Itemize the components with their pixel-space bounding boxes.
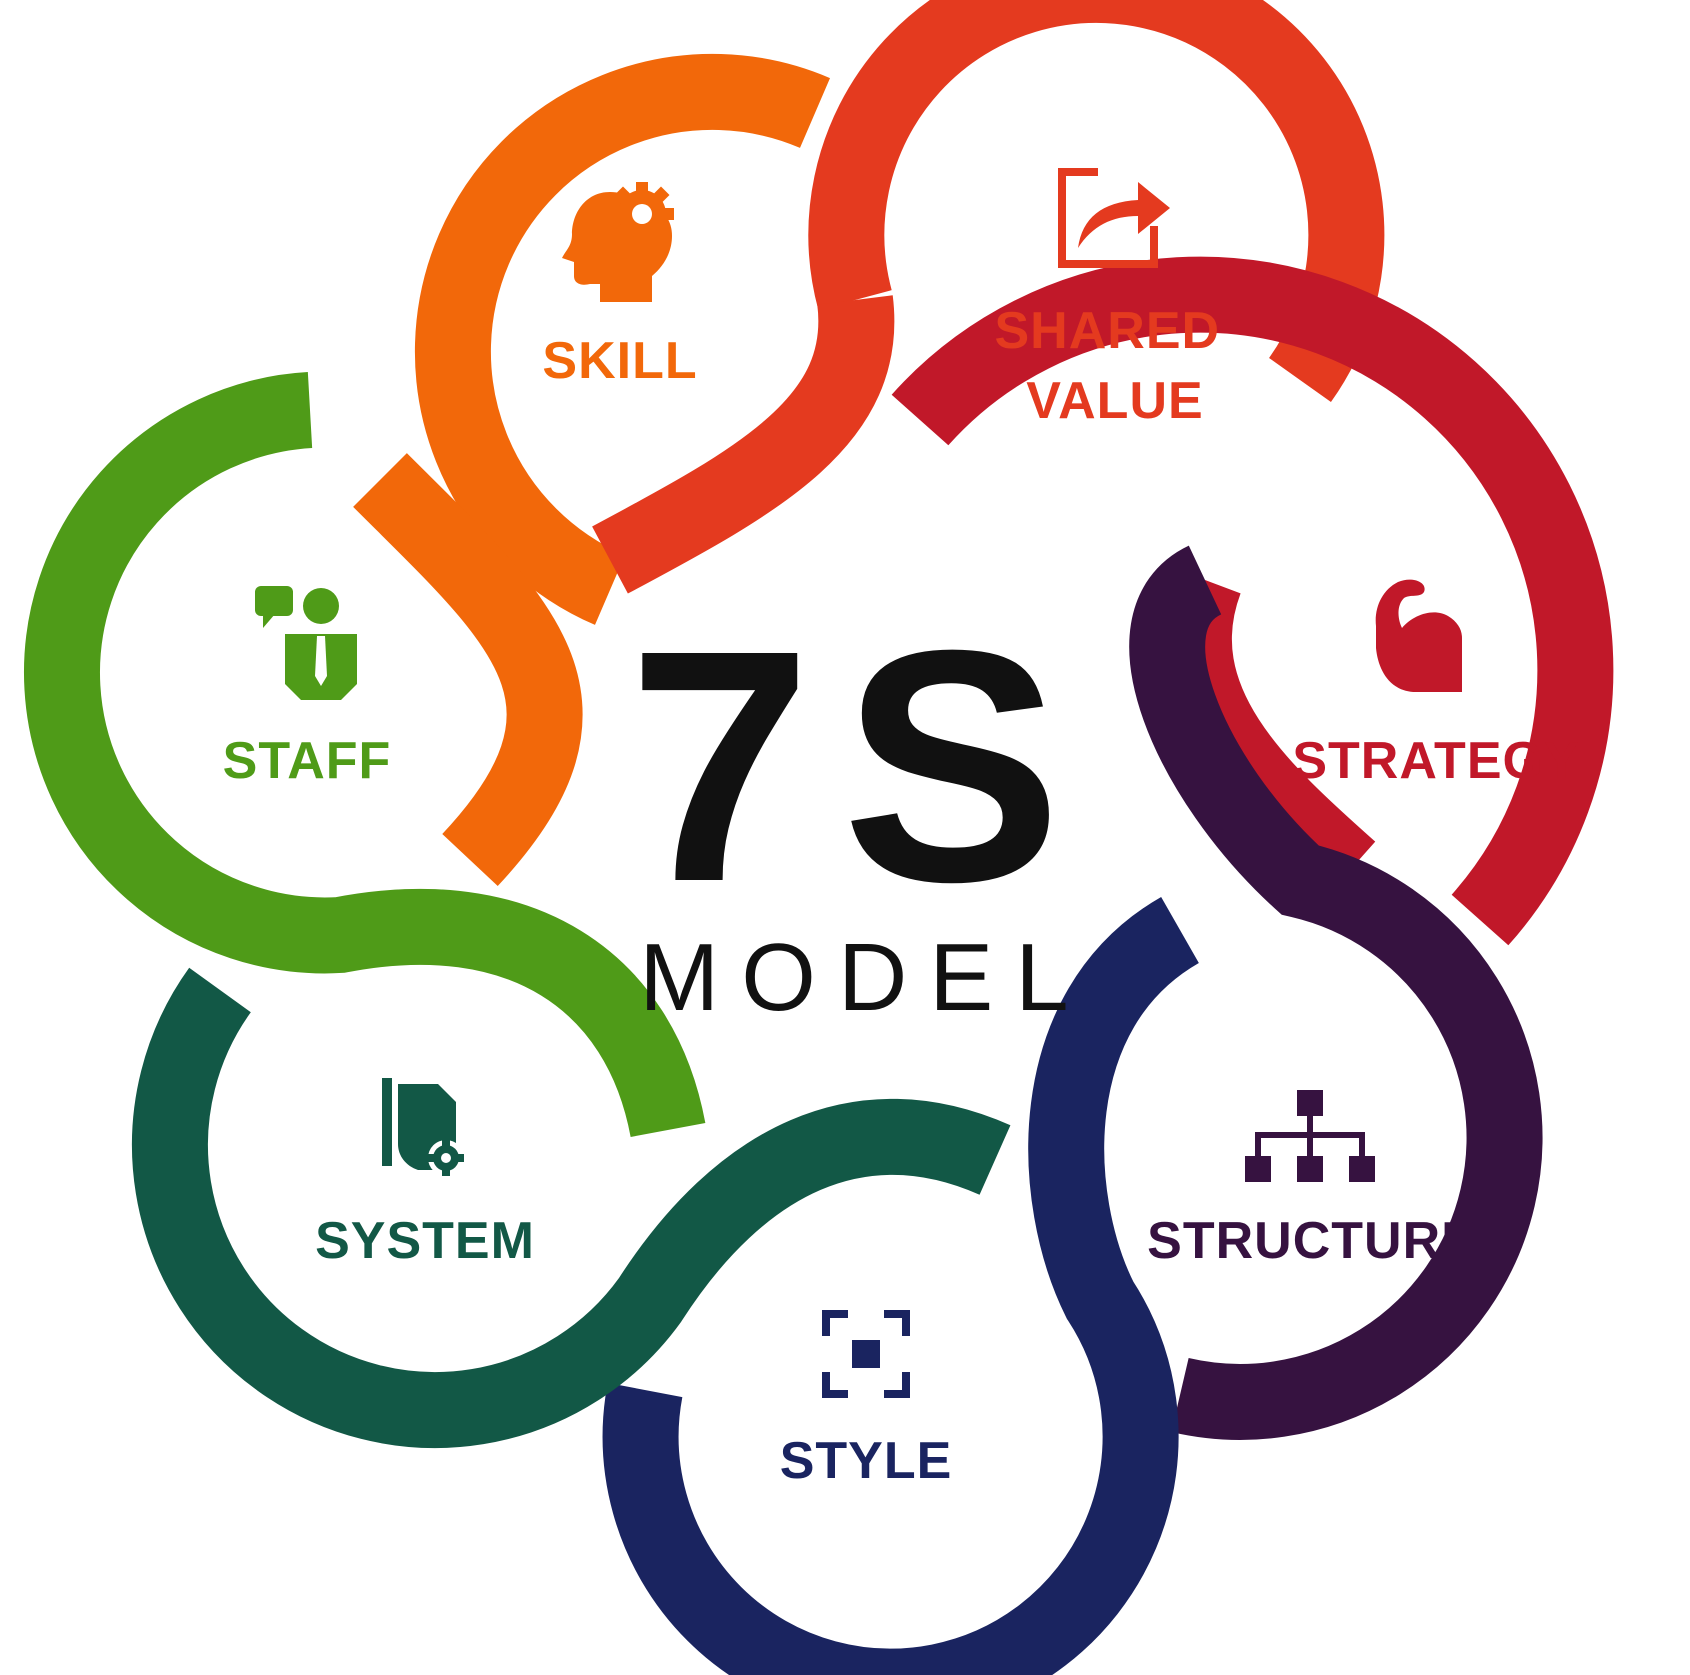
ring-shared-value-tail	[592, 295, 895, 594]
label-shared-value-line-1: SHARED	[994, 302, 1220, 360]
label-shared-value-line-2: VALUE	[1026, 372, 1203, 430]
node-style: STYLE	[780, 1310, 953, 1490]
label-skill-line-1: SKILL	[542, 332, 697, 390]
ring-system	[131, 967, 1011, 1449]
head-gear-icon	[562, 182, 674, 302]
label-style-line-1: STYLE	[780, 1432, 953, 1490]
ring-style	[602, 897, 1201, 1675]
ring-structure	[1129, 545, 1543, 1440]
label-structure: STRUCTURE	[1147, 1212, 1477, 1270]
rings-group	[24, 0, 1614, 1675]
ring-staff	[24, 372, 706, 1138]
label-structure-line-1: STRUCTURE	[1147, 1212, 1477, 1270]
node-skill: SKILL	[542, 182, 697, 390]
focus-frame-icon	[822, 1310, 910, 1398]
org-chart-icon	[1245, 1090, 1375, 1182]
node-strategy: STRATEGY	[1292, 579, 1579, 790]
label-style: STYLE	[780, 1432, 953, 1490]
node-staff: STAFF	[223, 586, 392, 790]
ring-skill	[414, 53, 830, 625]
ring-skill-tail	[353, 453, 583, 886]
node-system: SYSTEM	[315, 1078, 535, 1270]
label-skill: SKILL	[542, 332, 697, 390]
label-system: SYSTEM	[315, 1212, 535, 1270]
label-system-line-1: SYSTEM	[315, 1212, 535, 1270]
ring-shared-value	[808, 0, 1385, 402]
label-staff-line-1: STAFF	[223, 732, 392, 790]
person-speech-icon	[255, 586, 357, 700]
node-shared-value: SHARED VALUE	[994, 168, 1235, 430]
label-strategy: STRATEGY	[1292, 732, 1579, 790]
label-strategy-line-1: STRATEGY	[1292, 732, 1579, 790]
ring-strategy	[891, 256, 1614, 946]
flexed-arm-icon	[1375, 579, 1462, 692]
document-gear-icon	[382, 1078, 464, 1176]
center-title: 7S MODEL	[628, 581, 1092, 1031]
node-structure: STRUCTURE	[1147, 1090, 1477, 1270]
title-sub: MODEL	[639, 924, 1090, 1031]
title-main: 7S	[628, 581, 1092, 950]
label-staff: STAFF	[223, 732, 392, 790]
share-arrow-icon	[1058, 168, 1170, 268]
label-shared-value: SHARED VALUE	[994, 302, 1235, 430]
